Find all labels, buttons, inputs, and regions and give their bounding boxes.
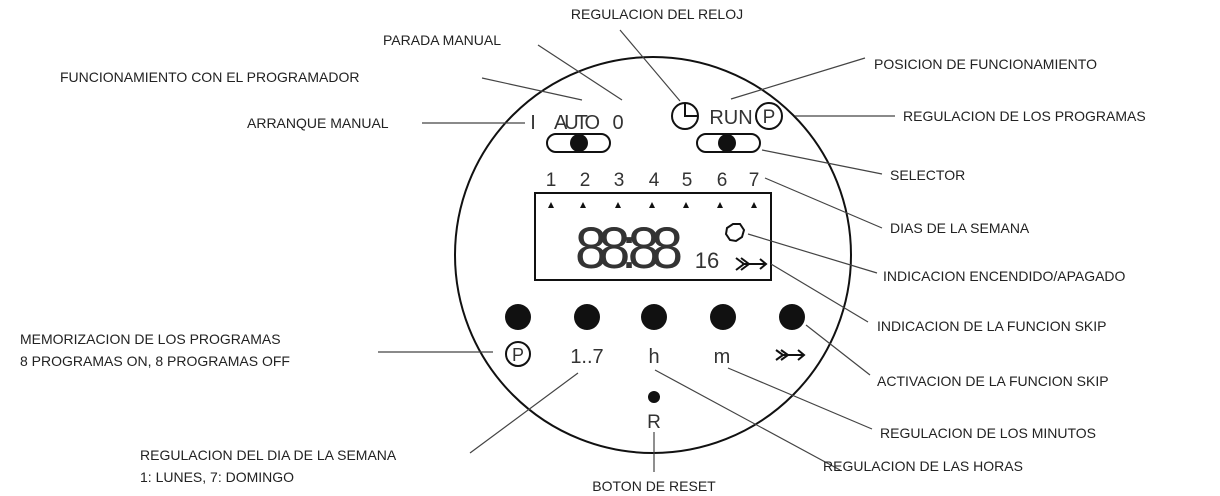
- svg-text:P: P: [512, 345, 524, 365]
- manual-off-mark: 0: [612, 112, 623, 134]
- minute-button[interactable]: [710, 304, 736, 330]
- label-skip-activation: ACTIVACION DE LA FUNCION SKIP: [877, 373, 1109, 389]
- reset-button[interactable]: [648, 391, 660, 403]
- label-manual-stop: PARADA MANUAL: [383, 32, 501, 48]
- day-indicators: [548, 202, 757, 208]
- day-5: 5: [682, 170, 693, 191]
- label-selector: SELECTOR: [890, 167, 965, 183]
- label-reset-button: BOTON DE RESET: [592, 478, 716, 494]
- reset-mark: R: [647, 412, 661, 433]
- leader-lines: [378, 29, 895, 472]
- label-manual-start: ARRANQUE MANUAL: [247, 115, 389, 131]
- mode-switch[interactable]: [546, 133, 611, 153]
- display-program: 16: [695, 248, 719, 273]
- svg-text:P: P: [763, 107, 776, 128]
- label-skip-indicator: INDICACION DE LA FUNCION SKIP: [877, 318, 1106, 334]
- label-minutes-setting: REGULACION DE LOS MINUTOS: [880, 425, 1096, 441]
- weekday-numbers: 1 2 3 4 5 6 7: [546, 170, 760, 191]
- day-1: 1: [546, 170, 557, 191]
- day-3: 3: [614, 170, 625, 191]
- day-7: 7: [749, 170, 760, 191]
- label-program-memory-2: 8 PROGRAMAS ON, 8 PROGRAMAS OFF: [20, 353, 290, 369]
- run-mark: RUN: [709, 107, 752, 129]
- hour-button-label: h: [648, 346, 659, 368]
- label-clock-setting: REGULACION DEL RELOJ: [571, 6, 743, 22]
- lcd-display: 88:88 16: [534, 192, 772, 281]
- skip-button-label-icon: [775, 349, 806, 361]
- skip-button[interactable]: [779, 304, 805, 330]
- device-body: [454, 56, 852, 454]
- day-2: 2: [580, 170, 591, 191]
- day-4: 4: [649, 170, 660, 191]
- clock-icon: [671, 102, 699, 130]
- display-time: 88:88: [575, 216, 683, 281]
- label-hours-setting: REGULACION DE LAS HORAS: [823, 458, 1023, 474]
- day-button[interactable]: [574, 304, 600, 330]
- program-button-label: P: [505, 341, 531, 367]
- day-6: 6: [717, 170, 728, 191]
- label-program-setting: REGULACION DE LOS PROGRAMAS: [903, 108, 1146, 124]
- program-button[interactable]: [505, 304, 531, 330]
- label-weekday-setting-1: REGULACION DEL DIA DE LA SEMANA: [140, 447, 397, 463]
- manual-on-mark: I: [530, 112, 536, 134]
- minute-button-label: m: [714, 346, 731, 368]
- day-button-label: 1..7: [570, 346, 603, 368]
- label-program-memory-1: MEMORIZACION DE LOS PROGRAMAS: [20, 331, 281, 347]
- label-on-off-indicator: INDICACION ENCENDIDO/APAGADO: [883, 268, 1126, 284]
- program-mark: P: [755, 102, 783, 130]
- label-programmer-operation: FUNCIONAMIENTO CON EL PROGRAMADOR: [60, 69, 359, 85]
- label-run-position: POSICION DE FUNCIONAMIENTO: [874, 56, 1097, 72]
- skip-arrow-icon: [735, 257, 768, 271]
- hour-button[interactable]: [641, 304, 667, 330]
- label-weekday-setting-2: 1: LUNES, 7: DOMINGO: [140, 469, 294, 485]
- sun-icon: [724, 223, 746, 243]
- auto-mark: AUTO: [554, 112, 600, 134]
- label-weekdays: DIAS DE LA SEMANA: [890, 220, 1030, 236]
- selector-switch[interactable]: [696, 133, 761, 153]
